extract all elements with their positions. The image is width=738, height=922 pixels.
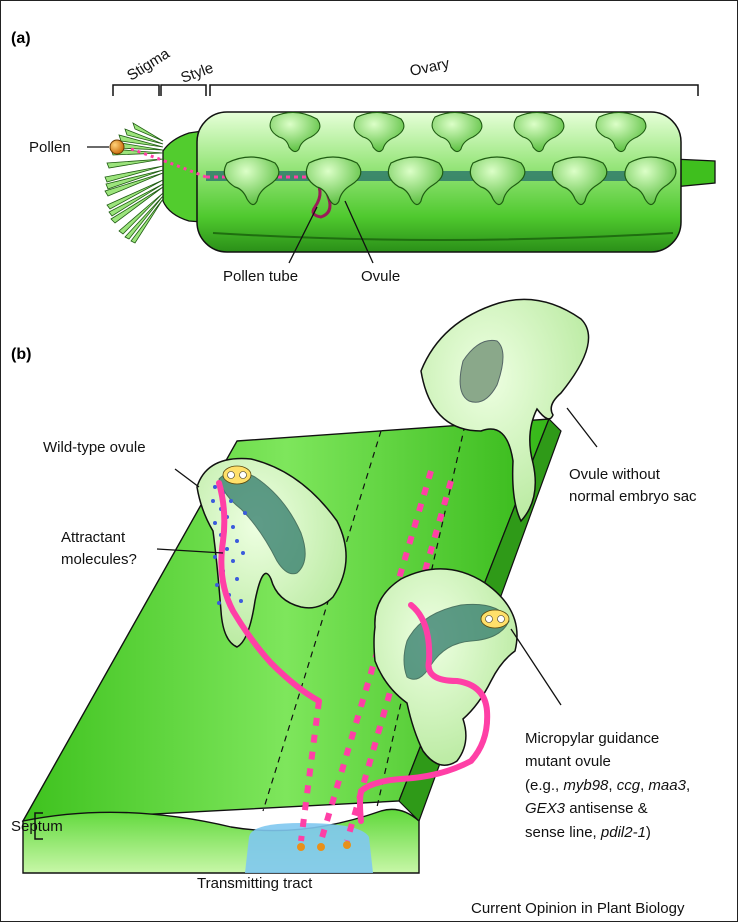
- no-sac-leader: [567, 408, 597, 447]
- pollen-label: Pollen: [29, 139, 71, 156]
- panel-b-label: (b): [11, 346, 31, 363]
- panel-a-label: (a): [11, 30, 31, 47]
- pollen-tube-label: Pollen tube: [223, 268, 298, 285]
- credit-line: Current Opinion in Plant Biology: [471, 900, 685, 917]
- mutant-list-line-3: sense line, pdil2-1): [525, 824, 651, 841]
- no-sac-label-2: normal embryo sac: [569, 488, 697, 505]
- micropylar-label-2: mutant ovule: [525, 753, 611, 770]
- transmitting-tract-label: Transmitting tract: [197, 875, 313, 892]
- micropylar-leader: [511, 629, 561, 705]
- wild-type-leader: [175, 469, 199, 487]
- wild-type-label: Wild-type ovule: [43, 439, 146, 456]
- mutant-list-line-2: GEX3 antisense &: [525, 800, 648, 817]
- transmitting-tract-region: [245, 823, 373, 873]
- no-sac-label-1: Ovule without: [569, 466, 661, 483]
- septum-label: Septum: [11, 818, 63, 835]
- ovary-label: Ovary: [408, 55, 451, 80]
- stigma-label: Stigma: [124, 45, 173, 85]
- attractant-label-2: molecules?: [61, 551, 137, 568]
- attractant-label-1: Attractant: [61, 529, 126, 546]
- style-label: Style: [179, 59, 216, 86]
- stigma-bracket: [113, 85, 159, 96]
- ovule-label: Ovule: [361, 268, 400, 285]
- mutant-list-line-1: (e.g., myb98, ccg, maa3,: [525, 777, 690, 794]
- micropylar-label-1: Micropylar guidance: [525, 730, 659, 747]
- region-brackets: [113, 85, 698, 96]
- ovary-bracket: [210, 85, 698, 96]
- pollen-grain: [110, 140, 124, 154]
